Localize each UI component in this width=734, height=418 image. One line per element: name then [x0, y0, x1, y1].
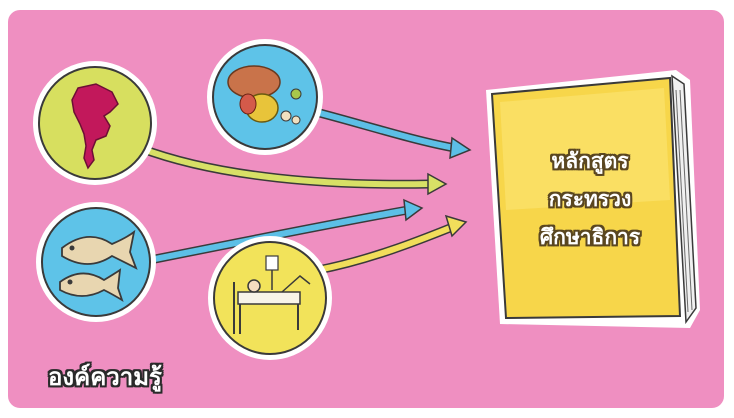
hospital-bed-icon: [208, 236, 332, 360]
book-title: หลักสูตร กระทรวง ศึกษาธิการ: [515, 142, 665, 256]
book-title-line3: ศึกษาธิการ: [539, 225, 641, 249]
knowledge-caption: องค์ความรู้: [48, 363, 162, 391]
textbook-icon: [486, 70, 700, 328]
thailand-map-icon: [33, 61, 157, 185]
book-title-line2: กระทรวง: [548, 187, 632, 211]
arrows: [135, 103, 472, 275]
book-title-line1: หลักสูตร: [551, 149, 629, 173]
fish-icon: [36, 202, 156, 322]
organs-icon: [207, 39, 323, 155]
